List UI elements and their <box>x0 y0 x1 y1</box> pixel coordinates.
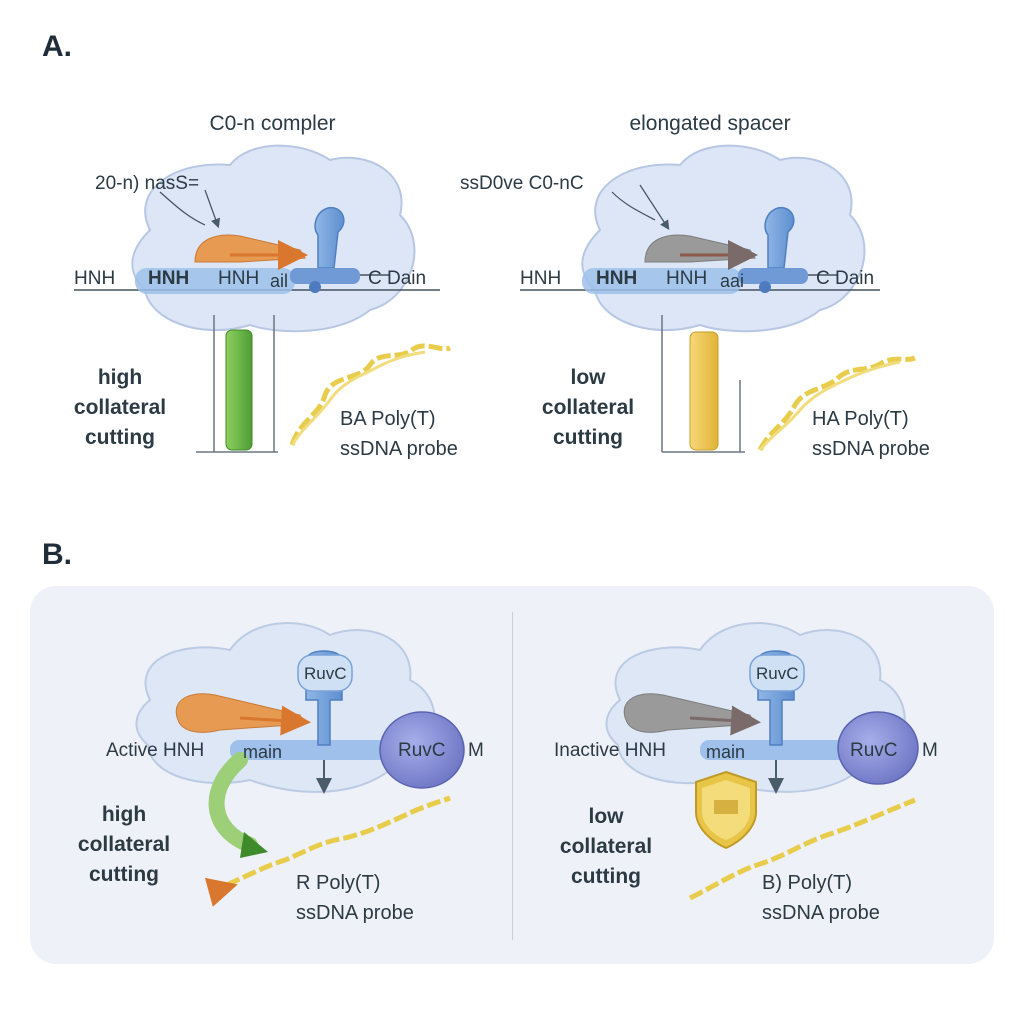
complex-blob <box>581 144 866 333</box>
panel-b-right-cutting-label: low collateral cutting <box>559 805 653 888</box>
panel-a-right-annotation: ssD0ve C0-nC <box>460 173 584 194</box>
domain-label-fragment: aai <box>720 271 745 291</box>
inactive-hnh-label: Inactive HNH <box>554 740 666 761</box>
annotation-leader <box>611 191 656 221</box>
ruvc-top-label: RuvC <box>756 664 799 683</box>
panel-b-left-cutting-label: high collateral cutting <box>77 803 171 886</box>
domain-label-hnh-3: HNH <box>666 268 708 289</box>
domain-label-hnh-2: HNH <box>148 268 190 289</box>
panel-a-right-cutting-label: low collateral cutting <box>541 366 635 449</box>
panel-a-left-probe-label: BA Poly(T) ssDNA probe <box>340 408 458 460</box>
panel-a-right-title: elongated spacer <box>629 112 791 135</box>
panel-a-left-cutting-label: high collateral cutting <box>73 366 167 449</box>
panel-a-right-probe-label: HA Poly(T) ssDNA probe <box>812 408 930 460</box>
active-hnh-label: Active HNH <box>106 740 205 761</box>
panel-a-letter: A. <box>42 30 72 63</box>
side-suffix-label: M <box>468 740 484 761</box>
domain-label-hnh-1: HNH <box>74 268 116 289</box>
annotation-leader <box>159 191 206 226</box>
panel-a-left-complex <box>74 144 451 453</box>
domain-label-hnh-3: HNH <box>218 268 260 289</box>
reaction-tube-yellow <box>689 331 719 451</box>
panel-a-left-title: C0-n compler <box>209 112 336 135</box>
ruvc-stem <box>314 207 345 269</box>
panel-a-right-complex <box>520 144 916 453</box>
domain-label-hnh-1: HNH <box>520 268 562 289</box>
hnh-suffix-label: main <box>243 742 283 762</box>
panel-a-left-annotation: 20-n) nasS= <box>95 173 200 194</box>
domain-label-c-dain: C Dain <box>816 268 875 289</box>
ruvc-side-label: RuvC <box>398 740 446 761</box>
ssdna-probe <box>289 343 451 446</box>
panel-b-left-probe-label: R Poly(T) ssDNA probe <box>296 872 414 924</box>
ssdna-probe <box>757 355 916 452</box>
ruvc-top-label: RuvC <box>304 664 347 683</box>
panel-b-divider <box>512 612 513 940</box>
hnh-suffix-label: main <box>706 742 746 762</box>
ruvc-side-label: RuvC <box>850 740 898 761</box>
side-suffix-label: M <box>922 740 938 761</box>
panel-b-letter: B. <box>42 538 72 571</box>
panel-b-right-probe-label: B) Poly(T) ssDNA probe <box>762 872 880 924</box>
domain-label-fragment: ail <box>270 271 289 291</box>
reaction-tube-green <box>225 329 253 451</box>
ruvc-stem <box>764 207 795 269</box>
domain-label-c-dain: C Dain <box>368 268 427 289</box>
domain-label-hnh-2: HNH <box>596 268 638 289</box>
